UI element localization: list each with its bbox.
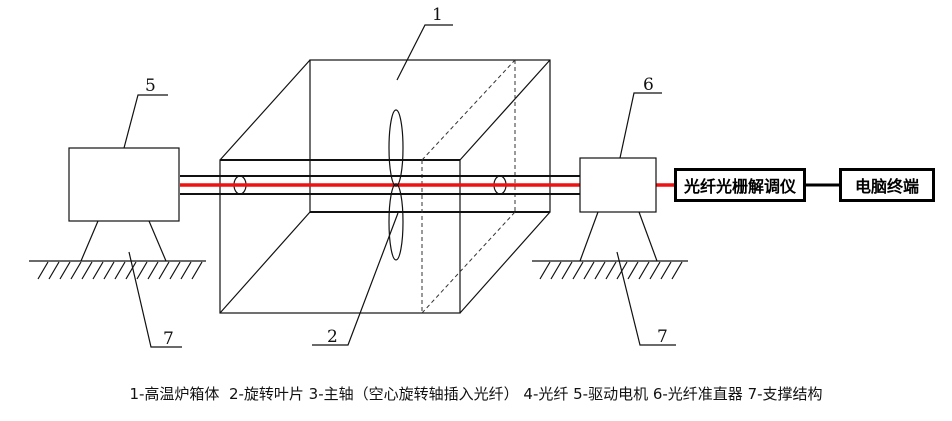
leader-2 <box>312 212 399 346</box>
hatch-mark <box>191 261 203 280</box>
callout-5: 5 <box>145 76 156 96</box>
callout-2: 2 <box>327 327 338 347</box>
hatch-mark <box>48 261 60 280</box>
blade-upper <box>388 109 404 187</box>
furnace-edge <box>219 59 311 161</box>
support-leg <box>638 211 658 262</box>
hatch-mark <box>550 261 562 280</box>
hatch-mark <box>638 261 650 280</box>
hatch-mark <box>103 261 115 280</box>
hatch-mark <box>136 261 148 280</box>
hatch-mark <box>671 261 683 280</box>
rotating-blade <box>388 109 404 261</box>
hatch-mark <box>627 261 639 280</box>
hidden-edge <box>421 211 516 314</box>
hatch-mark <box>660 261 672 280</box>
hatch-mark <box>583 261 595 280</box>
hidden-edge <box>421 59 516 161</box>
hatch-mark <box>92 261 104 280</box>
furnace-edge <box>459 211 551 314</box>
callout-7-right: 7 <box>657 327 668 347</box>
callout-6: 6 <box>643 75 654 95</box>
support-left <box>29 220 206 280</box>
hatch-mark <box>605 261 617 280</box>
blade-lower <box>388 183 404 261</box>
fiber-collimator <box>579 157 657 213</box>
hatch-mark <box>70 261 82 280</box>
hatch-mark <box>147 261 159 280</box>
hatch-mark <box>561 261 573 280</box>
figure-caption: 1-高温炉箱体 2-旋转叶片 3-主轴（空心旋转轴插入光纤） 4-光纤 5-驱动… <box>129 385 823 403</box>
furnace-back-face <box>309 59 551 213</box>
hatch-mark <box>158 261 170 280</box>
ground-hatch <box>37 261 203 280</box>
hatch-mark <box>180 261 192 280</box>
hatch-mark <box>169 261 181 280</box>
furnace-edge <box>219 211 311 314</box>
leader-1 <box>396 24 453 81</box>
hatch-mark <box>572 261 584 280</box>
hatch-mark <box>81 261 93 280</box>
furnace-edge <box>459 59 551 161</box>
leader-6 <box>619 92 662 159</box>
hatch-mark <box>125 261 137 280</box>
computer-terminal: 电脑终端 <box>839 168 935 202</box>
support-leg <box>80 220 99 262</box>
fbg-demodulator: 光纤光栅解调仪 <box>674 168 806 202</box>
hatch-mark <box>594 261 606 280</box>
drive-motor <box>68 147 180 222</box>
support-leg <box>148 220 167 262</box>
support-leg <box>579 211 599 262</box>
support-right <box>532 211 688 280</box>
hatch-mark <box>539 261 551 280</box>
furnace-front-face <box>219 159 461 314</box>
callout-1: 1 <box>432 5 443 25</box>
ground-hatch <box>539 261 683 280</box>
leader-5 <box>123 94 168 149</box>
leader-7-right <box>616 251 676 346</box>
callout-7-left: 7 <box>163 329 174 349</box>
hatch-mark <box>114 261 126 280</box>
hatch-mark <box>649 261 661 280</box>
leader-7-left <box>128 251 182 348</box>
hatch-mark <box>37 261 49 280</box>
hatch-mark <box>59 261 71 280</box>
